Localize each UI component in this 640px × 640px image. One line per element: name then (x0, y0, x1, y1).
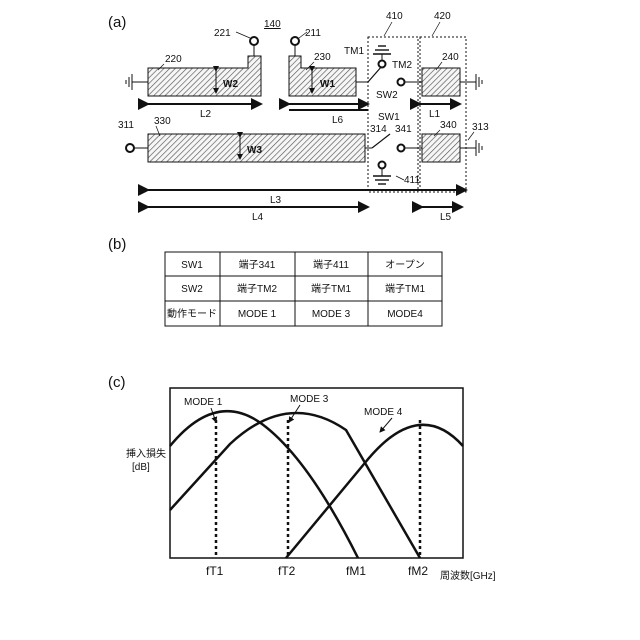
ref-311: 311 (118, 120, 134, 131)
y-axis-label: 挿入損失 (126, 447, 166, 460)
table-cell: MODE 3 (312, 309, 351, 320)
terminal-221 (250, 37, 258, 45)
terminal-341 (398, 145, 405, 152)
ground-icon (373, 176, 391, 184)
table-cell: 端子TM1 (385, 282, 425, 295)
mode-1-curve (170, 411, 358, 558)
table-cell: 端子TM2 (237, 282, 277, 295)
ref-341: 341 (395, 124, 412, 135)
svg-text:L1: L1 (429, 109, 441, 120)
tick-fm1: fM1 (346, 564, 366, 578)
terminal-211 (291, 37, 299, 45)
table-cell: 端子341 (239, 258, 276, 271)
mode-3-label: MODE 3 (290, 394, 329, 405)
resonator-220: W2 220 221 (126, 28, 261, 96)
ref-sw1: SW1 (378, 112, 400, 123)
mode-3-curve (170, 413, 420, 558)
ref-220: 220 (165, 54, 182, 65)
table-cells: SW1 端子341 端子411 オープン SW2 端子TM2 端子TM1 端子TM1 動作モード… (167, 258, 425, 320)
ref-tm2: TM2 (392, 60, 412, 71)
ref-420: 420 (434, 11, 451, 22)
panel-b: (b) SW1 端子341 端子411 オープン SW2 端子TM2 端子TM1 端子TM1 動… (108, 236, 442, 326)
table-cell: SW1 (181, 260, 203, 271)
ref-sw2: SW2 (376, 90, 398, 101)
svg-text:L6: L6 (332, 115, 344, 126)
ground-icon (126, 74, 132, 90)
ref-410: 410 (386, 11, 403, 22)
panel-b-label: (b) (108, 236, 126, 253)
ref-411: 411 (404, 175, 420, 186)
panel-c: (c) 挿入損失 [dB] 周波数[GHz] MODE 1 MODE 3 MOD… (108, 374, 496, 582)
dimension-l6: L6 (289, 104, 368, 126)
table-cell: 動作モード (167, 307, 217, 320)
table-cell: MODE4 (387, 309, 423, 320)
table-cell: オープン (385, 259, 424, 271)
table-cell: MODE 1 (238, 309, 277, 320)
width-label-w2: W2 (223, 79, 238, 90)
tick-fm2: fM2 (408, 564, 428, 578)
ref-230: 230 (314, 52, 331, 63)
resonator-240 (422, 68, 460, 96)
tick-ft1: fT1 (206, 564, 224, 578)
ref-211: 211 (305, 28, 321, 39)
width-label-w1: W1 (320, 79, 335, 90)
switch-sw1: 341 314 411 (370, 124, 422, 186)
panel-a-label: (a) (108, 14, 126, 31)
terminal-tm1 (379, 61, 386, 68)
ref-tm1: TM1 (344, 46, 364, 57)
mode-4-curve (286, 425, 463, 558)
x-axis-label: 周波数[GHz] (440, 569, 496, 582)
dimension-l5: L5 (422, 207, 462, 223)
svg-text:L3: L3 (270, 195, 282, 206)
ref-240: 240 (442, 52, 459, 63)
ground-icon (476, 74, 482, 90)
ref-330: 330 (154, 116, 171, 127)
terminal-311 (126, 144, 134, 152)
svg-text:L2: L2 (200, 109, 212, 120)
dimension-l1: L1 (420, 104, 460, 120)
ground-icon (373, 46, 391, 54)
width-label-w3: W3 (247, 145, 262, 156)
ref-340: 340 (440, 120, 457, 131)
ref-221: 221 (214, 28, 231, 39)
tick-ft2: fT2 (278, 564, 296, 578)
table-cell: 端子411 (313, 258, 349, 271)
dimension-l4: L4 (148, 207, 368, 223)
terminal-tm2 (398, 79, 405, 86)
svg-text:L5: L5 (440, 212, 452, 223)
panel-c-label: (c) (108, 374, 126, 391)
resonator-230: W1 211 230 (289, 28, 368, 96)
table-cell: SW2 (181, 284, 203, 295)
table-cell: 端子TM1 (311, 282, 351, 295)
mode-4-label: MODE 4 (364, 407, 403, 418)
svg-text:L4: L4 (252, 212, 264, 223)
ground-icon (476, 140, 482, 156)
y-axis-unit: [dB] (132, 462, 150, 473)
ref-313: 313 (472, 122, 489, 133)
ref-314: 314 (370, 124, 387, 135)
terminal-411 (379, 162, 386, 169)
panel-a: (a) 140 W2 220 221 W1 (108, 11, 489, 223)
box-420: 420 240 340 313 (420, 11, 489, 192)
ref-140: 140 (264, 19, 281, 30)
mode-1-label: MODE 1 (184, 397, 223, 408)
resonator-340 (422, 134, 460, 162)
